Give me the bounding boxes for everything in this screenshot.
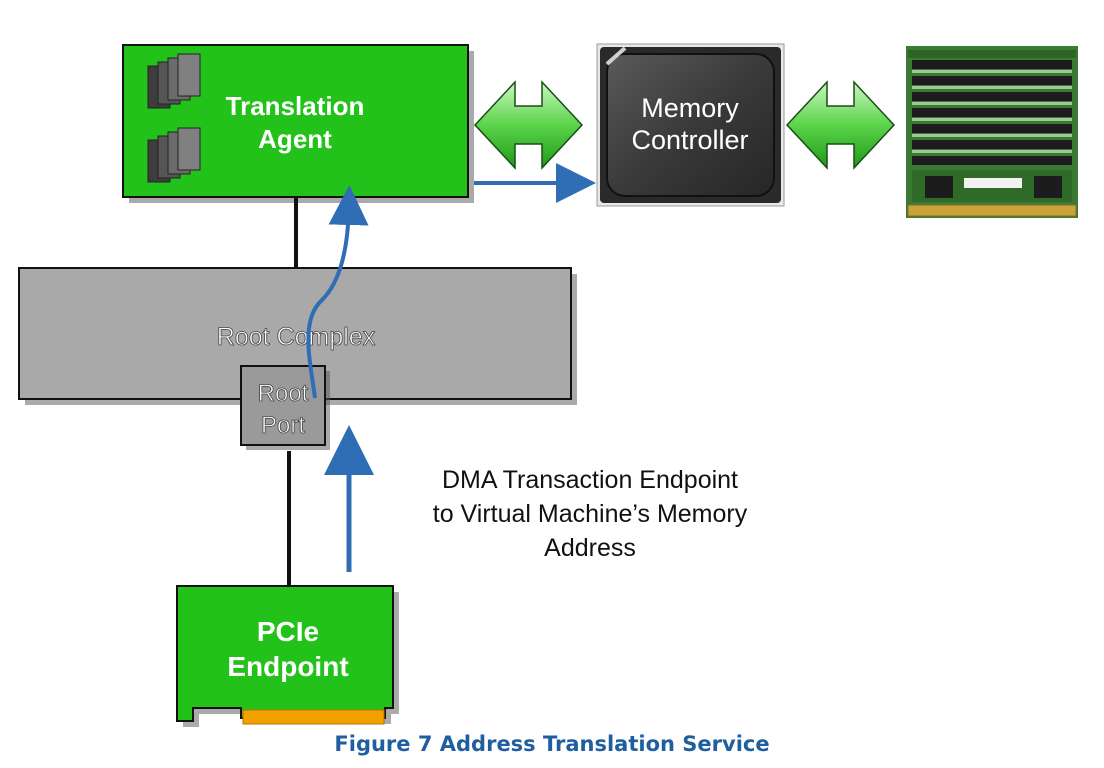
dma-annotation-line3: Address	[544, 534, 636, 562]
translation-agent-label-line1: Translation	[226, 91, 365, 121]
figure-caption: Figure 7 Address Translation Service	[334, 732, 770, 756]
root-port-box: Root Port	[240, 365, 330, 450]
memory-controller-label-line1: Memory	[641, 93, 739, 123]
pcie-endpoint-label-line2: Endpoint	[227, 651, 348, 682]
server-stack-icon	[147, 53, 201, 183]
double-arrow-icon	[785, 80, 896, 170]
root-port-label-line1: Root	[258, 380, 309, 407]
translation-agent-label-line2: Agent	[258, 124, 332, 154]
double-arrow-icon	[473, 80, 584, 170]
pcie-endpoint-card: PCIe Endpoint	[176, 585, 399, 727]
memory-controller-label-line2: Controller	[631, 125, 748, 155]
translation-path-arrow	[306, 185, 369, 399]
memory-controller: Memory Controller	[596, 43, 785, 207]
root-port-label-line2: Port	[261, 412, 305, 439]
pcie-endpoint-label-line1: PCIe	[257, 616, 319, 647]
dma-annotation-line1: DMA Transaction Endpoint	[442, 466, 738, 494]
translation-agent-box: Translation Agent	[122, 44, 474, 203]
memory-chip-icon	[600, 46, 781, 203]
dma-annotation-line2: to Virtual Machine’s Memory	[433, 500, 748, 528]
pcie-edge-connector	[242, 709, 385, 725]
root-complex-label: Root Complex	[217, 323, 376, 351]
ram-module-icon	[906, 46, 1078, 218]
